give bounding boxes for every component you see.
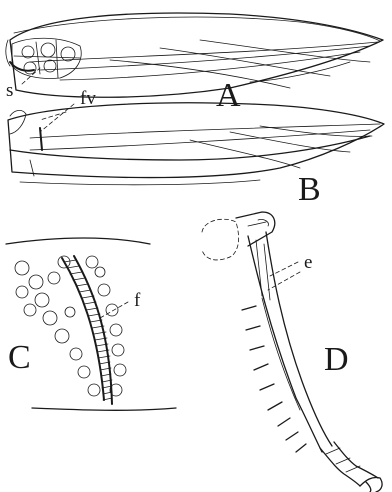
label-e: e [304,252,312,273]
panel-label-C: C [8,339,31,376]
label-f: f [134,290,141,311]
label-s: s [6,80,13,101]
panel-label-B: B [298,171,321,208]
panel-label-D: D [324,341,349,378]
wing-B [8,103,384,185]
file-detail-C [6,238,176,410]
wing-A [6,13,383,97]
label-fv: fv [80,88,96,109]
leg-D [202,212,382,492]
panel-label-A: A [216,77,241,114]
